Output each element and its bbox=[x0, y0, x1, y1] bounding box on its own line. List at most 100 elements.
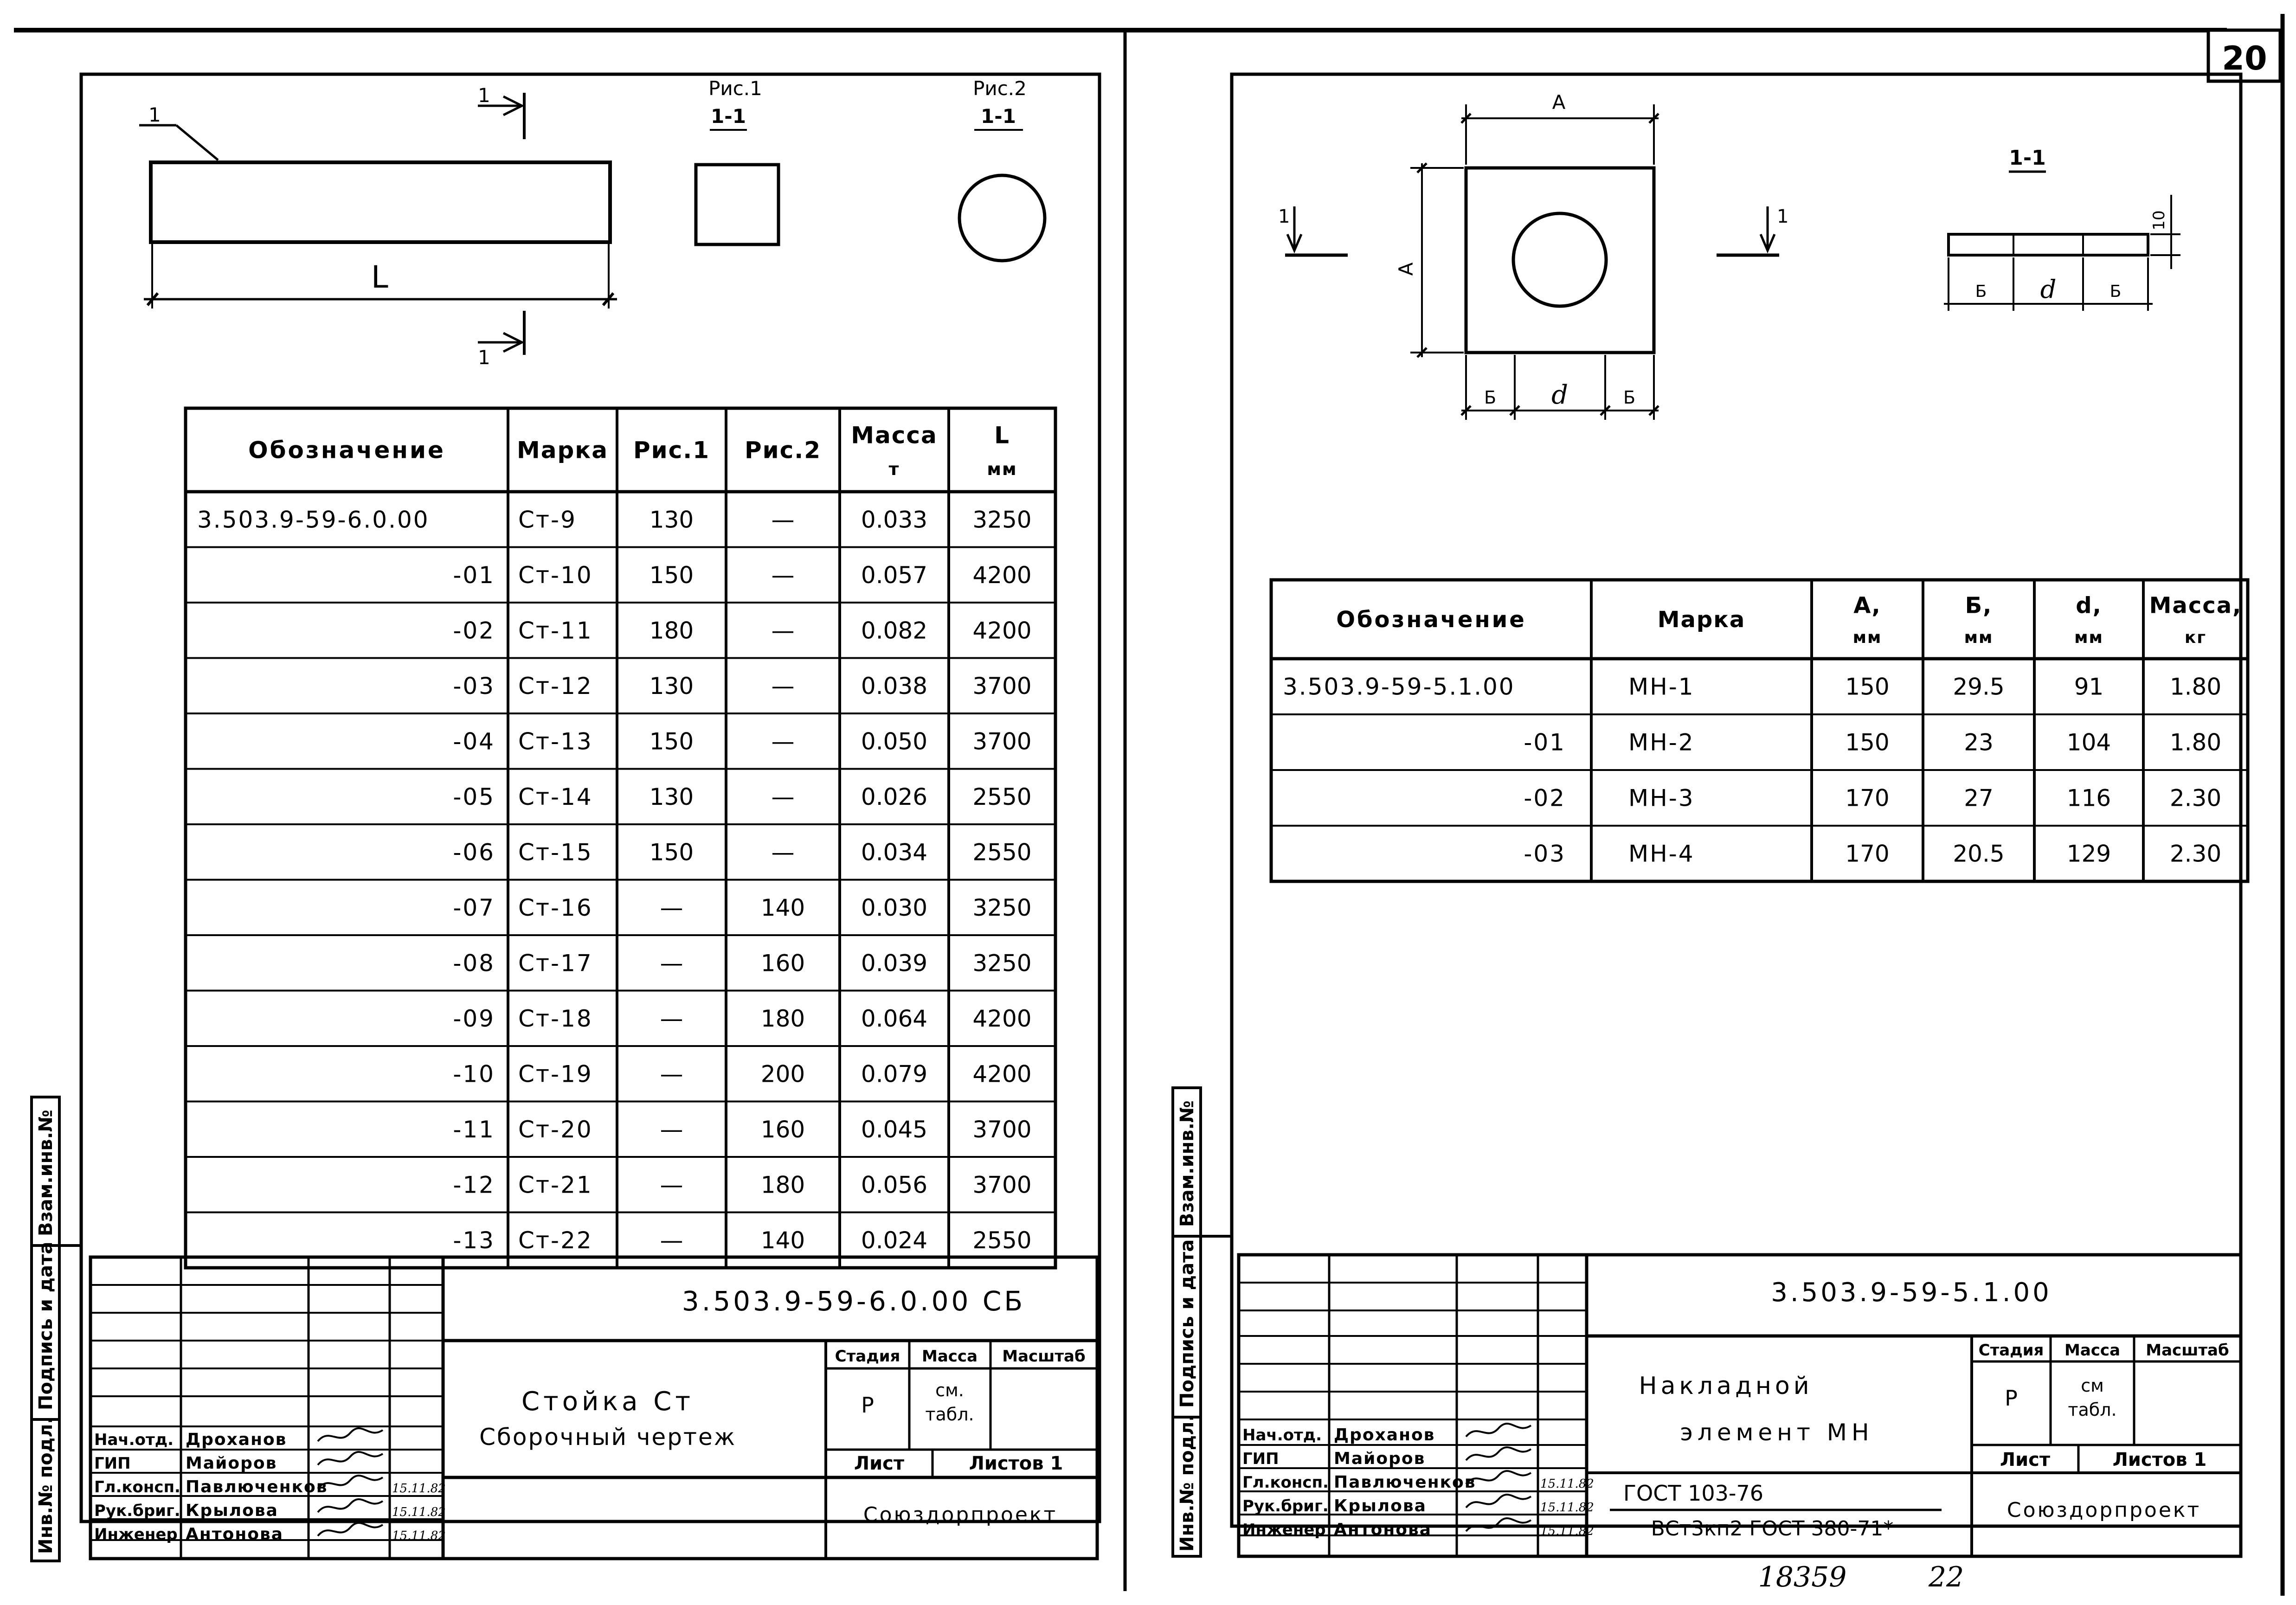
left-title-block: 3.503.9-59-6.0.00 СБ Стойка Ст Сборочный… bbox=[89, 1255, 1099, 1560]
footer-page-number: 22 bbox=[1928, 1561, 1964, 1593]
cut-marker-left: 1 bbox=[1278, 206, 1290, 227]
table-cell: — bbox=[660, 1060, 683, 1087]
table-cell: МН-1 bbox=[1628, 674, 1695, 700]
signature bbox=[317, 1522, 384, 1537]
table-cell: Ст-17 bbox=[518, 950, 593, 976]
table-cell: 150 bbox=[1845, 729, 1889, 756]
table-cell: 1.80 bbox=[2170, 729, 2221, 756]
staff-name: Павлюченков bbox=[186, 1477, 328, 1496]
table-cell: -09 bbox=[453, 1005, 495, 1032]
table-cell: 130 bbox=[650, 506, 694, 533]
section-dim-d: d bbox=[2040, 275, 2057, 304]
table-cell: 150 bbox=[650, 562, 694, 589]
table-cell: МН-3 bbox=[1628, 785, 1695, 812]
table-cell: Ст-22 bbox=[518, 1227, 593, 1254]
left-scale-label: Масштаб bbox=[1002, 1347, 1085, 1366]
right-title-line1: Накладной bbox=[1639, 1372, 1813, 1400]
left-mass-label: Масса bbox=[922, 1347, 978, 1366]
table-cell: 3.503.9-59-6.0.00 bbox=[197, 506, 430, 533]
table-cell: 0.030 bbox=[861, 894, 927, 921]
table-cell: 116 bbox=[2067, 785, 2111, 812]
table-cell: 140 bbox=[761, 894, 805, 921]
plate-plan bbox=[1464, 166, 1656, 354]
right-scale-label: Масштаб bbox=[2146, 1341, 2229, 1360]
right-material-line2: ВСт3кп2 ГОСТ 380-71* bbox=[1651, 1517, 1894, 1541]
table-cell: -08 bbox=[453, 950, 495, 976]
table-cell: — bbox=[772, 839, 795, 866]
table-cell: -05 bbox=[453, 783, 495, 810]
table-cell: — bbox=[660, 1116, 683, 1143]
table-cell: -11 bbox=[453, 1116, 495, 1143]
table-cell: 0.033 bbox=[861, 506, 927, 533]
table-cell: — bbox=[772, 673, 795, 700]
table-cell: Ст-16 bbox=[518, 894, 593, 921]
staff-name: Антонова bbox=[1334, 1520, 1432, 1539]
left-frame bbox=[79, 72, 1101, 1523]
staff-date: 15.11.82 bbox=[1540, 1477, 1594, 1491]
table-cell: Ст-20 bbox=[518, 1116, 593, 1143]
table-grid bbox=[184, 406, 1057, 1270]
staff-role: ГИП bbox=[94, 1454, 131, 1473]
signature bbox=[1465, 1494, 1532, 1509]
table-header-cell: Б,мм bbox=[1964, 592, 1994, 647]
dim-B-right: Б bbox=[1623, 387, 1635, 408]
table-cell: 2.30 bbox=[2170, 841, 2221, 867]
table-cell: Ст-12 bbox=[518, 673, 593, 700]
fig2-caption: Рис.2 bbox=[973, 77, 1027, 100]
section-dim-B-left: Б bbox=[1975, 282, 1987, 301]
right-side-stamp bbox=[1171, 1086, 1232, 1558]
table-header-cell: Марка bbox=[517, 437, 608, 464]
table-cell: 150 bbox=[650, 728, 694, 755]
right-side-label-repl: Взам.инв.№ bbox=[1177, 1100, 1198, 1227]
right-organization: Союздорпроект bbox=[2007, 1498, 2201, 1522]
left-side-label-inv: Инв.№ подл. bbox=[35, 1417, 57, 1554]
table-header-cell: Обозначение bbox=[248, 437, 445, 464]
staff-name: Дроханов bbox=[186, 1430, 287, 1449]
table-cell: — bbox=[660, 1005, 683, 1032]
table-cell: 200 bbox=[761, 1060, 805, 1087]
position-marker: 1 bbox=[148, 103, 161, 126]
staff-date: 15.11.82 bbox=[392, 1529, 446, 1543]
table-cell: -01 bbox=[1524, 729, 1566, 756]
dim-A-side: А bbox=[1395, 262, 1417, 276]
staff-role: Нач.отд. bbox=[1242, 1426, 1322, 1444]
staff-role: Рук.бриг. bbox=[94, 1502, 180, 1520]
fig2-round-section bbox=[958, 173, 1047, 263]
table-cell: -13 bbox=[453, 1227, 495, 1254]
staff-role: Инженер bbox=[94, 1525, 178, 1544]
right-mass-label: Масса bbox=[2064, 1341, 2120, 1360]
table-cell: 3250 bbox=[972, 506, 1031, 533]
table-cell: 170 bbox=[1845, 785, 1889, 812]
staff-role: Инженер bbox=[1242, 1521, 1326, 1539]
table-cell: 150 bbox=[1845, 674, 1889, 700]
right-material-line1: ГОСТ 103-76 bbox=[1623, 1481, 1763, 1506]
staff-row: Нач.отд.Дроханов bbox=[1242, 1423, 1532, 1444]
table-cell: 104 bbox=[2067, 729, 2111, 756]
table-cell: 150 bbox=[650, 839, 694, 866]
table-cell: 27 bbox=[1964, 785, 1994, 812]
table-cell: — bbox=[660, 894, 683, 921]
plate-section bbox=[1947, 233, 2149, 257]
table-cell: — bbox=[660, 1171, 683, 1198]
table-cell: 129 bbox=[2067, 841, 2111, 867]
right-title-block: 3.503.9-59-5.1.00 Накладной элемент МН С… bbox=[1237, 1253, 2243, 1558]
staff-role: ГИП bbox=[1242, 1450, 1279, 1468]
